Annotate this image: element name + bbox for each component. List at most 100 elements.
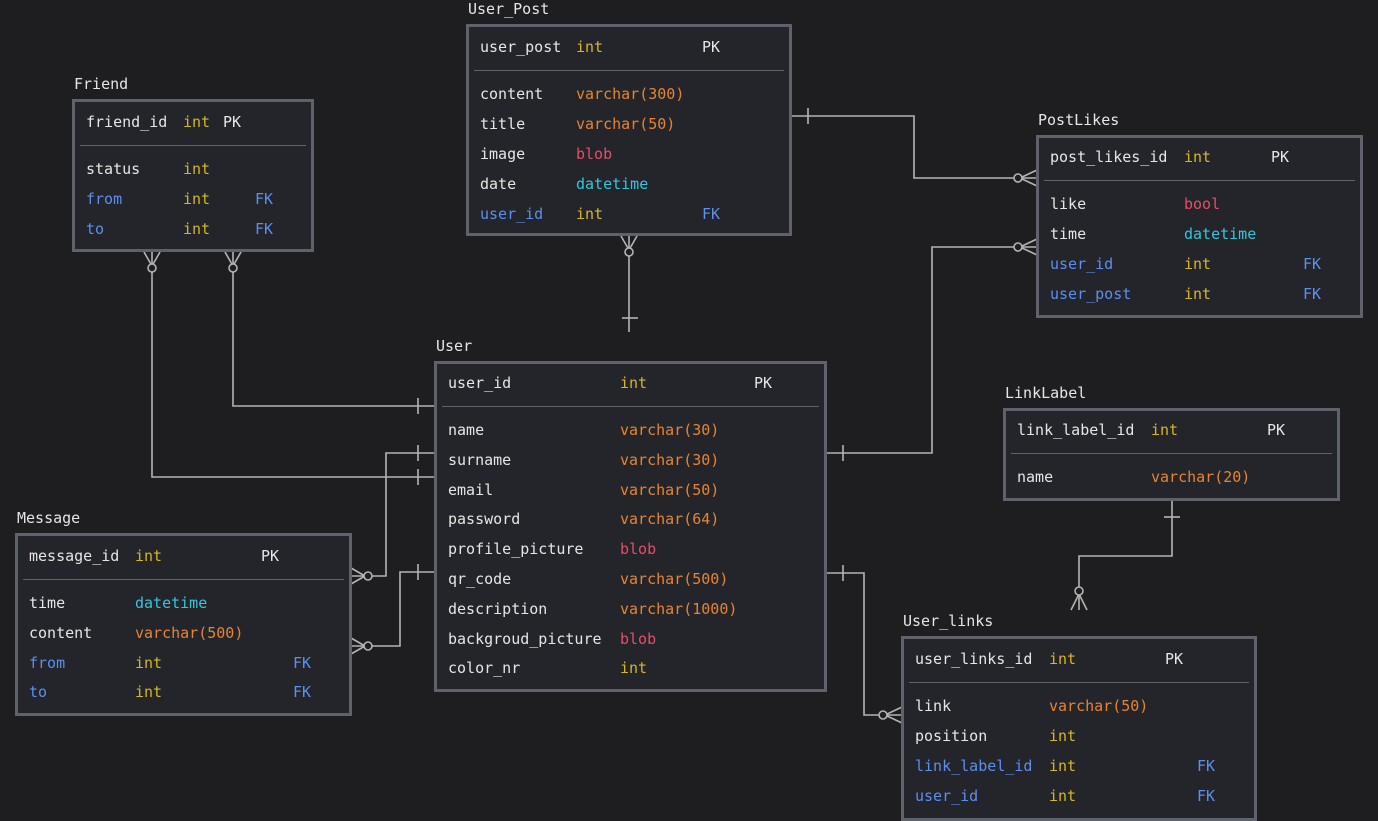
column-name: user_post <box>480 38 562 56</box>
column-type: varchar(30) <box>620 451 720 469</box>
relation-user-postlikes <box>826 238 1038 461</box>
column-key: FK <box>702 205 721 223</box>
column-type: blob <box>576 145 613 163</box>
column-name: position <box>915 727 988 745</box>
table-body <box>901 636 1257 821</box>
column-key: FK <box>255 190 274 208</box>
column-type: int <box>1184 148 1212 166</box>
relation-linklabel-userlinks <box>1070 500 1180 611</box>
column-name: name <box>1017 468 1054 486</box>
column-key: PK <box>223 113 242 131</box>
column-name: link_label_id <box>1017 421 1135 439</box>
column-name: user_id <box>480 205 544 223</box>
column-key: PK <box>1271 148 1290 166</box>
column-name: from <box>29 654 66 672</box>
column-type: varchar(50) <box>620 481 720 499</box>
column-type: int <box>1184 255 1212 273</box>
column-type: datetime <box>135 594 208 612</box>
column-name: user_links_id <box>915 650 1033 668</box>
column-name: backgroud_picture <box>448 630 602 648</box>
column-name: surname <box>448 451 512 469</box>
table-title: User_links <box>903 612 994 630</box>
table-title: PostLikes <box>1038 111 1120 129</box>
column-name: friend_id <box>86 113 168 131</box>
column-type: int <box>576 38 604 56</box>
column-key: FK <box>1303 255 1322 273</box>
column-type: varchar(500) <box>135 624 244 642</box>
column-key: PK <box>754 374 773 392</box>
pk-divider <box>23 579 344 580</box>
table-body <box>1036 135 1363 318</box>
relation-userpost-postlikes <box>792 108 1038 187</box>
table-title: LinkLabel <box>1005 384 1087 402</box>
column-row[interactable]: qr_code varchar(500) <box>434 569 827 589</box>
column-key: FK <box>293 683 312 701</box>
column-type: int <box>183 160 211 178</box>
pk-divider <box>474 70 784 71</box>
column-key: PK <box>1165 650 1184 668</box>
column-type: datetime <box>576 175 649 193</box>
table-title: Message <box>17 509 81 527</box>
relation-user-userlinks <box>826 565 903 724</box>
column-type: varchar(50) <box>1049 697 1149 715</box>
column-type: int <box>620 659 648 677</box>
column-row[interactable]: surname varchar(30) <box>434 450 827 470</box>
column-name: qr_code <box>448 570 512 588</box>
column-type: int <box>576 205 604 223</box>
column-type: int <box>135 683 163 701</box>
column-type: varchar(500) <box>620 570 729 588</box>
column-row[interactable]: user_id int FK <box>466 204 792 224</box>
column-type: int <box>1049 787 1077 805</box>
column-type: varchar(20) <box>1151 468 1251 486</box>
table-body <box>466 24 792 236</box>
pk-divider <box>80 145 306 146</box>
column-name: user_id <box>915 787 979 805</box>
column-type: int <box>620 374 648 392</box>
column-type: int <box>1151 421 1179 439</box>
column-row[interactable]: name varchar(20) <box>1003 467 1340 487</box>
column-name: like <box>1050 195 1087 213</box>
column-type: int <box>135 654 163 672</box>
